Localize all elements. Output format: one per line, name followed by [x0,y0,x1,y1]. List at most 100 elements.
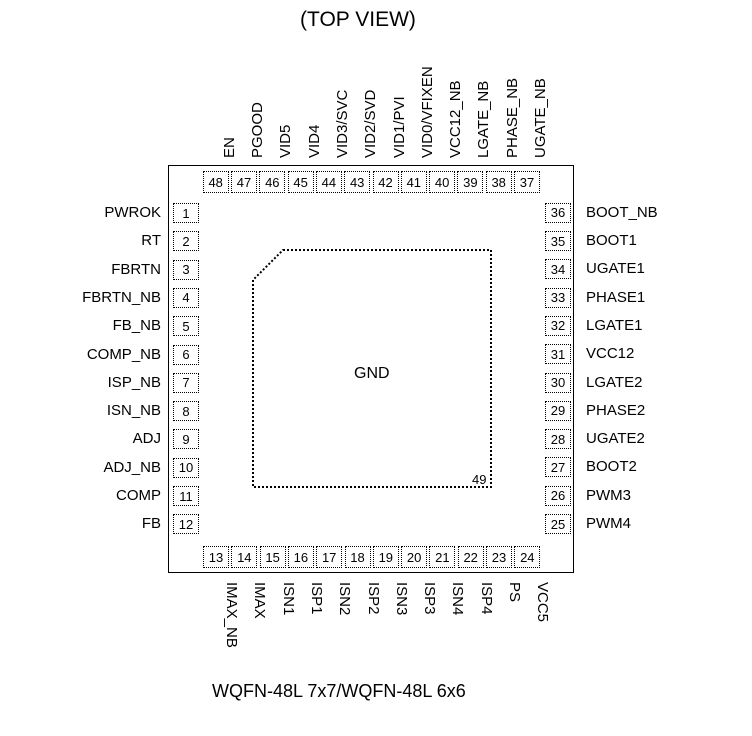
gnd-pad-number: 49 [472,472,487,487]
package-footer: WQFN-48L 7x7/WQFN-48L 6x6 [212,681,466,701]
pin-pad: 30 [545,372,571,393]
pin-label: PHASE_NB [503,77,521,158]
pin-label: ISP1 [307,582,325,615]
pin-label: ADJ_NB [103,458,161,476]
pin-pad: 7 [173,372,199,393]
pin-label: ISN2 [336,582,354,616]
pin-pad: 46 [259,171,286,193]
pin-label: COMP_NB [86,345,161,363]
pin-label: ISN4 [449,582,467,616]
pin-pad: 25 [545,514,571,534]
pin-pad: 24 [514,546,541,568]
pin-pad: 38 [485,171,512,193]
pin-label: VID1/PVI [390,96,408,158]
pin-pad: 3 [173,259,199,280]
pin-pad: 32 [545,315,571,336]
pin-pad: 47 [231,171,257,193]
pin-pad: 20 [401,546,428,568]
pin-pad: 17 [316,546,343,568]
pin-pad: 15 [259,546,286,568]
pin-pad: 33 [545,287,571,308]
pin-pad: 31 [545,344,571,365]
pin-pad: 44 [315,171,342,193]
pin-pad: 34 [545,259,571,280]
pin-pad: 41 [400,171,427,193]
pin-pad: 14 [231,546,258,568]
pin-label: FBRTN [111,260,161,278]
pin-label: ISP3 [421,582,439,615]
pin-label: LGATE1 [586,316,643,334]
pin-label: VID4 [305,124,323,158]
pin-label: VCC12_NB [447,80,465,158]
pin-label: COMP [116,487,161,504]
pin-pad: 16 [287,546,314,568]
pin-label: ISN1 [279,582,297,616]
pin-label: FBRTN_NB [82,288,161,306]
pin-pad: 43 [344,171,371,193]
pin-pad: 28 [545,429,571,450]
pin-label: ADJ [132,430,161,448]
pin-label: IMAX [251,582,269,619]
pin-label: ISP2 [364,582,382,615]
pin-label: BOOT2 [586,458,637,476]
pin-pad: 36 [545,202,571,223]
gnd-pad-label: GND [354,365,390,382]
pin-label: ISN3 [392,582,410,616]
pin-label: VID5 [277,124,295,158]
pin-label: PS [506,582,523,603]
pin-label: LGATE_NB [475,80,493,158]
pin-pad: 19 [372,546,399,568]
pin-label: PWM3 [586,486,631,504]
pin-pad: 18 [344,546,371,568]
pin-pad: 40 [429,171,456,193]
pin-pad: 1 [173,203,199,223]
pin-pad: 8 [173,401,199,422]
pin-label: PGOOD [249,102,266,158]
pin-label: FB_NB [112,317,161,335]
pin-pad: 21 [429,546,456,568]
pin-pad: 23 [486,546,512,568]
package-body [168,165,574,573]
pin-label: FB [141,515,161,533]
pin-label: IMAX_NB [223,582,240,648]
pin-label: PWM4 [586,515,631,532]
pin-label: PWROK [104,204,161,221]
pin-label: ISN_NB [106,402,161,420]
pin-pad: 6 [173,344,199,365]
pin-label: ISP_NB [107,373,161,391]
pin-label: PHASE1 [586,288,646,306]
pin-label: PHASE2 [586,401,646,419]
pin-pad: 13 [203,546,229,568]
pin-pad: 35 [545,231,571,251]
pin-label: VID0/VFIXEN [418,66,436,158]
diagram-title: (TOP VIEW) [300,8,416,31]
pin-label: UGATE_NB [532,78,549,158]
pin-pad: 11 [173,486,199,506]
pin-label: BOOT_NB [586,203,658,221]
pin-label: LGATE2 [586,373,643,391]
pin-label: VCC5 [534,582,552,623]
pin-label: BOOT1 [586,232,637,249]
pin-pad: 29 [545,400,571,421]
pin-label: VCC12 [586,345,635,363]
pin-pad: 42 [372,171,399,193]
pin-pad: 4 [173,287,199,308]
pin-pad: 5 [173,316,199,337]
pin-label: RT [141,232,161,250]
pin-label: VID2/SVD [362,89,380,158]
pin-pad: 2 [173,231,199,252]
pin-pad: 45 [287,171,314,193]
pin-label: EN [220,137,238,158]
pin-pad: 48 [202,171,229,193]
pin-pad: 10 [173,457,199,478]
pin-pad: 37 [514,171,540,193]
pin-pad: 39 [457,171,484,193]
pin-pad: 9 [173,429,199,450]
pin-label: ISP4 [477,582,495,615]
pin-label: UGATE1 [586,260,645,278]
pin-pad: 26 [545,485,571,506]
pin-label: UGATE2 [586,430,645,448]
pin-label: VID3/SVC [333,89,351,158]
